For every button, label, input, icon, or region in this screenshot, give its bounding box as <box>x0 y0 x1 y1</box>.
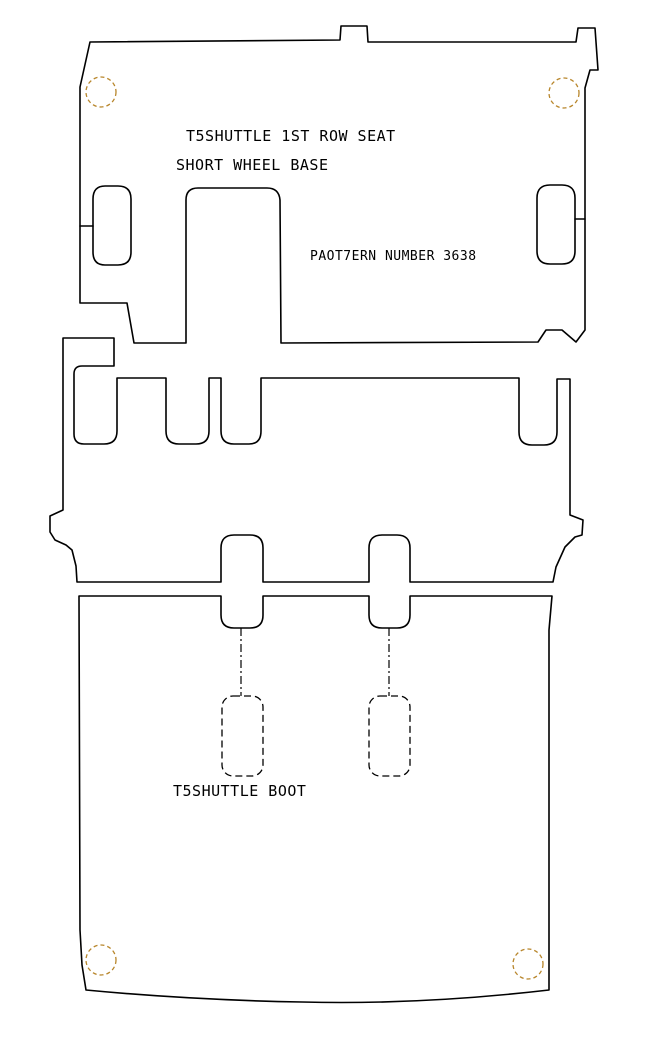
seat-title-label: T5SHUTTLE 1ST ROW SEAT <box>186 127 396 145</box>
seat-right-slot <box>536 184 576 265</box>
seat-left-slot <box>92 185 132 266</box>
seat-panel <box>79 25 599 344</box>
seat-subtitle-label: SHORT WHEEL BASE <box>176 156 329 174</box>
fixing-hole-bottom-left <box>85 944 117 976</box>
boot-right-slot <box>368 695 411 777</box>
boot-left-slot <box>221 695 264 777</box>
middle-panel <box>49 337 584 583</box>
boot-title-label: T5SHUTTLE BOOT <box>173 782 306 800</box>
pattern-number-label: PAOT7ERN NUMBER 3638 <box>310 249 477 264</box>
boot-panel-outline <box>78 595 553 1004</box>
fixing-hole-bottom-right <box>512 948 544 980</box>
seat-panel-outline <box>79 25 599 344</box>
fixing-hole-top-right <box>548 77 580 109</box>
fixing-hole-top-left <box>85 76 117 108</box>
boot-panel <box>78 595 553 1004</box>
middle-panel-outline <box>49 337 584 583</box>
